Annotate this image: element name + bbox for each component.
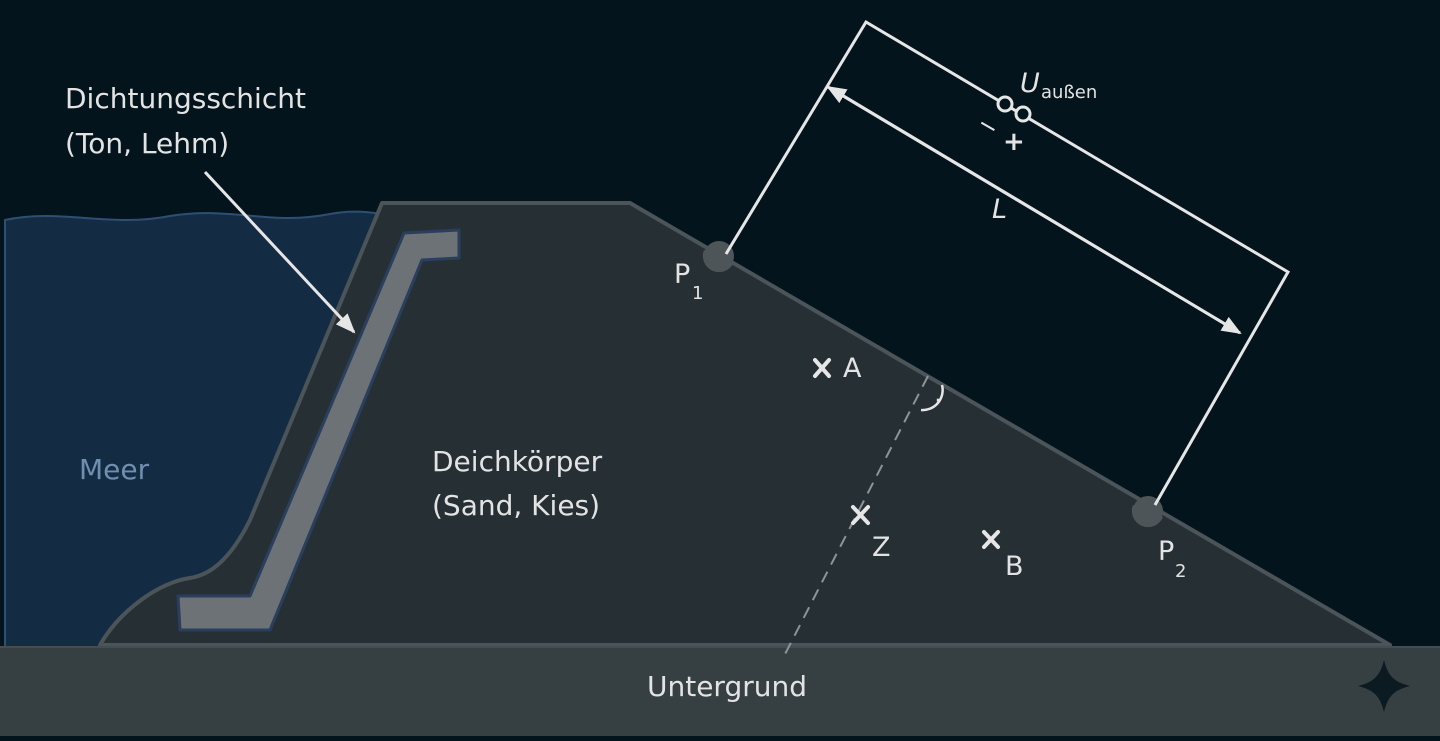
point-a-label: A (843, 353, 862, 384)
dike-body (98, 201, 1392, 647)
subsoil-label: Untergrund (647, 670, 807, 703)
measuring-circuit-wire (724, 19, 1291, 506)
electrode-p1-subscript: 1 (692, 283, 703, 304)
sealing-layer-label-line2: (Ton, Lehm) (65, 127, 229, 160)
point-z-marker (851, 505, 870, 525)
point-a-marker (813, 358, 831, 378)
voltage-label: U (1020, 68, 1040, 99)
voltage-subscript: außen (1041, 82, 1097, 103)
length-arrow-back (826, 85, 1231, 329)
length-label: L (992, 194, 1007, 225)
sea-label: Meer (79, 453, 150, 486)
perpendicular-line (781, 375, 929, 661)
point-z-label: Z (872, 532, 891, 563)
right-angle-arc (920, 384, 944, 412)
point-b-label: B (1005, 551, 1024, 582)
electrode-p2-subscript: 2 (1175, 561, 1186, 582)
right-angle-dot: · (935, 389, 942, 414)
subsoil (0, 647, 1440, 736)
voltage-terminal-minus (996, 95, 1014, 113)
sparkle-icon (1358, 660, 1410, 712)
dike-body-label-line1: Deichkörper (432, 445, 603, 478)
voltage-terminal-plus (1014, 105, 1032, 123)
sealing-pointer-arrow (203, 170, 356, 334)
electrode-p1-label: P (674, 259, 690, 290)
point-b-marker (982, 530, 1000, 549)
sealing-layer (176, 228, 461, 632)
electrode-p1-cap (704, 241, 734, 271)
electrode-p2-label: P (1158, 536, 1174, 567)
sealing-layer-label-line1: Dichtungsschicht (65, 82, 306, 115)
plus-sign: + (1003, 127, 1025, 157)
dike-body-label-line2: (Sand, Kies) (432, 489, 600, 522)
